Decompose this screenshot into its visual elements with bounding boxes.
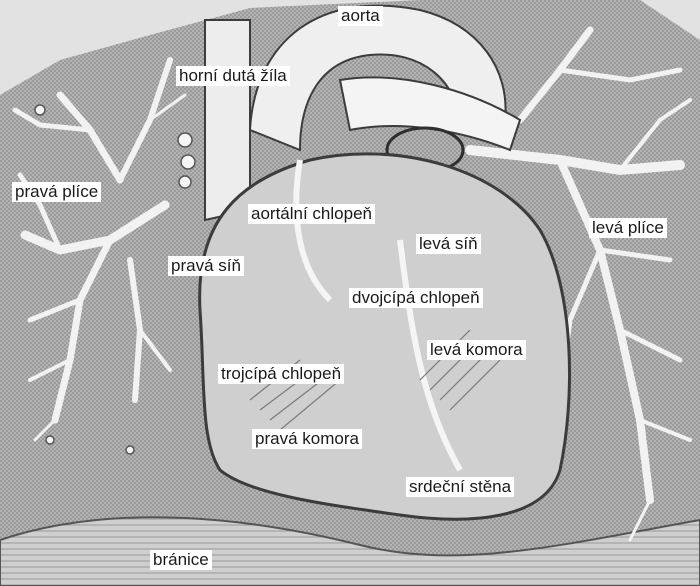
- left-lung-bronchi: [465, 26, 692, 542]
- label-left-lung: levá plíce: [589, 218, 667, 238]
- label-left-ventricle: levá komora: [427, 340, 526, 360]
- vessel-cross-sections: [34, 104, 196, 455]
- ventricular-septum: [397, 239, 463, 472]
- label-right-lung: pravá plíce: [12, 182, 102, 202]
- label-right-ventricle: pravá komora: [252, 429, 362, 449]
- superior-vena-cava-shape: [204, 19, 251, 222]
- label-diaphragm: bránice: [150, 550, 212, 570]
- pulmonary-trunk-shape: [338, 76, 522, 152]
- label-tricuspid-valve: trojcípá chlopeň: [218, 364, 345, 384]
- label-mitral-valve: dvojcípá chlopeň: [349, 288, 483, 308]
- label-aorta: aorta: [338, 6, 383, 26]
- label-heart-wall: srdeční stěna: [406, 477, 515, 497]
- label-superior-vena-cava: horní dutá žíla: [176, 66, 290, 86]
- atrial-septum: [293, 159, 333, 303]
- label-left-atrium: levá síň: [416, 234, 481, 254]
- label-aortic-valve: aortální chlopeň: [248, 204, 375, 224]
- label-right-atrium: pravá síň: [168, 256, 244, 276]
- right-lung-bronchi: [12, 57, 187, 442]
